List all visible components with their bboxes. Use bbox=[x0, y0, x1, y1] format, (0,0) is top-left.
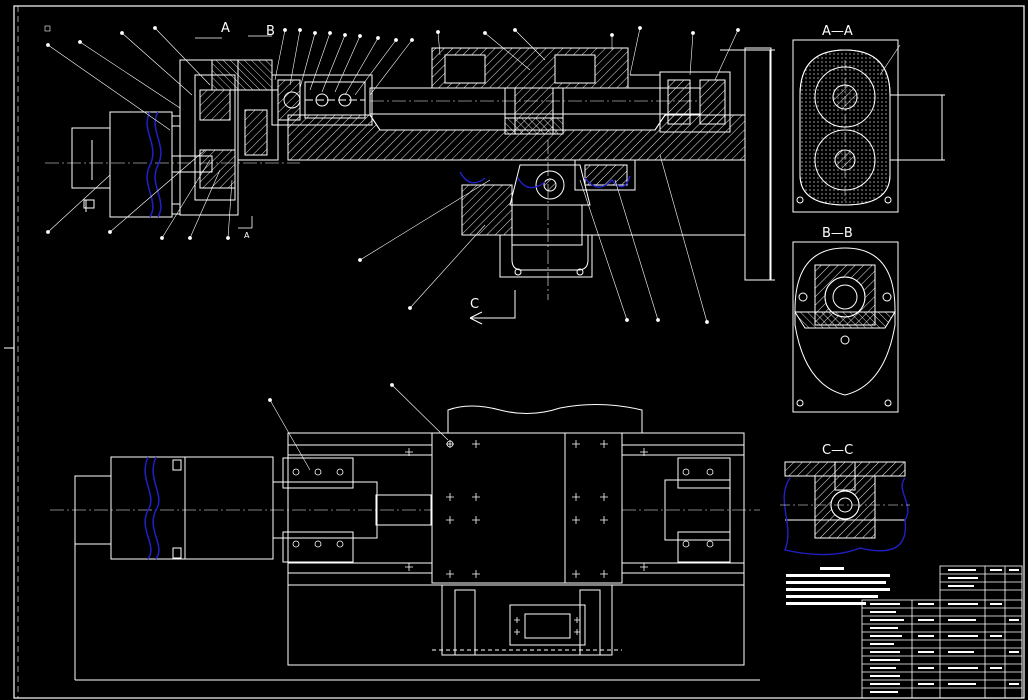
marker-b-top: B bbox=[266, 24, 275, 39]
technical-notes bbox=[786, 567, 890, 605]
section-aa-view bbox=[792, 39, 945, 213]
section-bb-title: B—B bbox=[822, 226, 853, 241]
fastener bbox=[446, 440, 454, 448]
section-bb-view bbox=[792, 241, 899, 413]
leader-lines-top bbox=[44, 25, 740, 324]
sheet-border bbox=[4, 5, 1025, 699]
marker-a-bottom: A bbox=[244, 231, 250, 240]
leader-lines-bottom bbox=[268, 383, 449, 471]
plan-view bbox=[50, 403, 760, 681]
marker-c-arrow: C bbox=[470, 297, 479, 312]
title-block-text bbox=[870, 569, 1019, 693]
section-cc-title: C—C bbox=[822, 443, 853, 458]
plan-view-fasteners bbox=[292, 440, 714, 635]
section-cc-view bbox=[780, 461, 910, 556]
section-markers bbox=[195, 35, 272, 229]
main-section-view bbox=[45, 47, 775, 325]
marker-a-top: A bbox=[221, 21, 230, 36]
title-block bbox=[861, 565, 1023, 699]
section-aa-title: A—A bbox=[822, 24, 853, 39]
